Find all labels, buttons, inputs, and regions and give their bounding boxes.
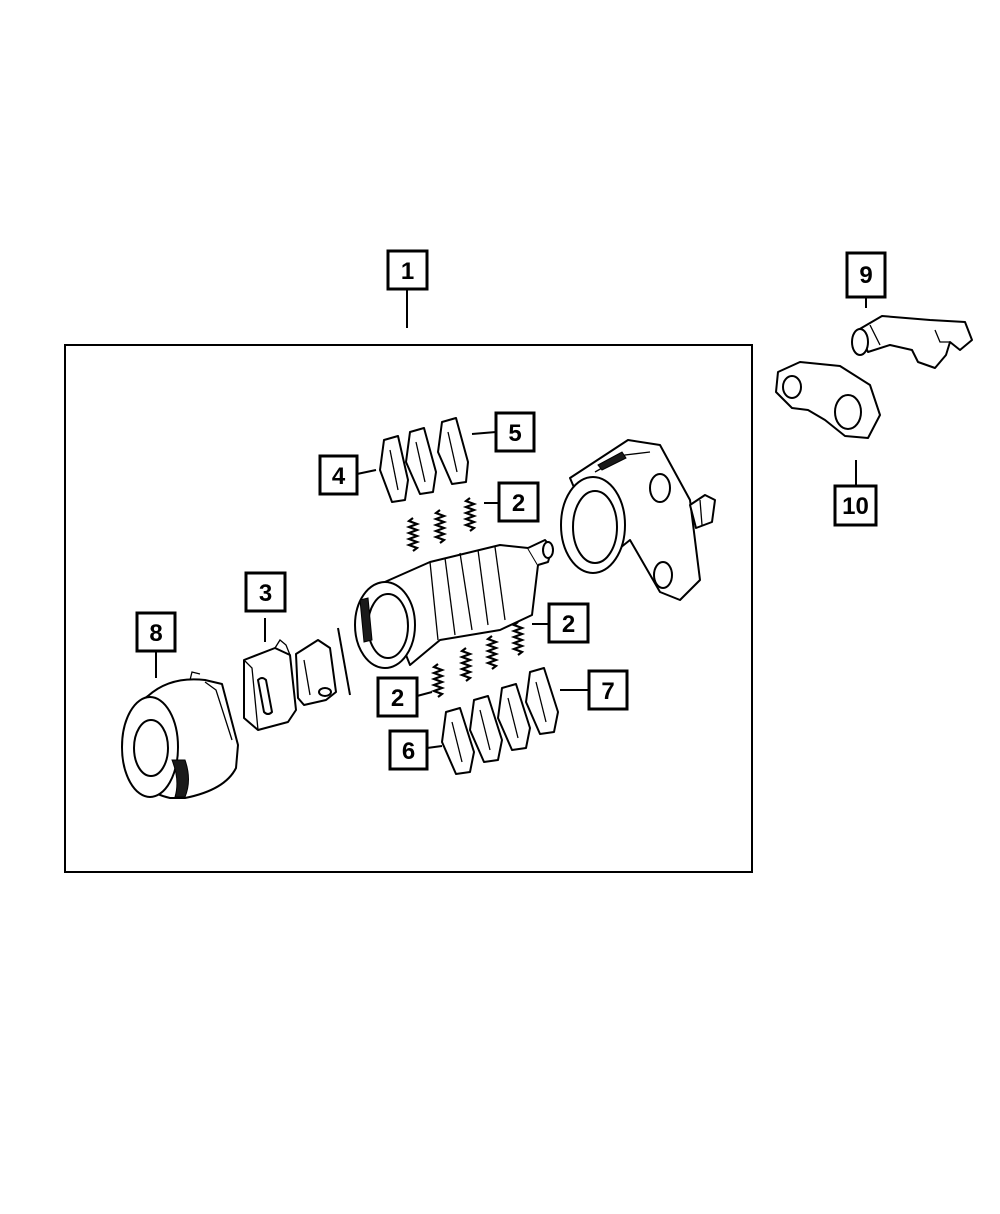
- callout-2-top-label: 2: [512, 490, 525, 517]
- part-9-lever: [851, 315, 973, 369]
- callout-4-label: 4: [332, 463, 346, 490]
- leader-lines: [155, 290, 867, 749]
- part-10-plate: [775, 361, 881, 439]
- callout-2-right: 2: [547, 602, 590, 644]
- wafers-upper: [379, 417, 469, 503]
- callout-10-label: 10: [842, 493, 869, 520]
- wafers-lower: [441, 667, 559, 775]
- callout-1-label: 1: [401, 258, 414, 285]
- callout-2-bottom: 2: [376, 676, 419, 718]
- callout-6-label: 6: [402, 738, 415, 765]
- callout-5-label: 5: [508, 420, 521, 447]
- callout-10: 10: [833, 484, 878, 527]
- callout-8-label: 8: [149, 620, 162, 647]
- callout-7: 7: [587, 669, 629, 711]
- callout-1: 1: [386, 249, 429, 291]
- callout-6: 6: [388, 729, 429, 771]
- callout-2-top: 2: [497, 481, 540, 523]
- part-8-cap: [121, 671, 239, 799]
- callout-3-label: 3: [259, 580, 272, 607]
- lock-cylinder: [354, 539, 554, 669]
- callout-3: 3: [244, 571, 287, 613]
- part-3-retainer: [243, 627, 351, 731]
- callout-2-bottom-label: 2: [391, 685, 404, 712]
- callout-2-right-label: 2: [562, 611, 575, 638]
- callout-9: 9: [845, 251, 887, 299]
- callout-4: 4: [318, 454, 359, 496]
- callout-9-label: 9: [859, 262, 872, 289]
- callout-5: 5: [494, 411, 536, 453]
- lock-housing: [560, 439, 716, 601]
- callout-7-label: 7: [601, 678, 614, 705]
- callout-8: 8: [135, 611, 177, 653]
- assembly-frame: [64, 344, 753, 873]
- springs: [405, 497, 526, 698]
